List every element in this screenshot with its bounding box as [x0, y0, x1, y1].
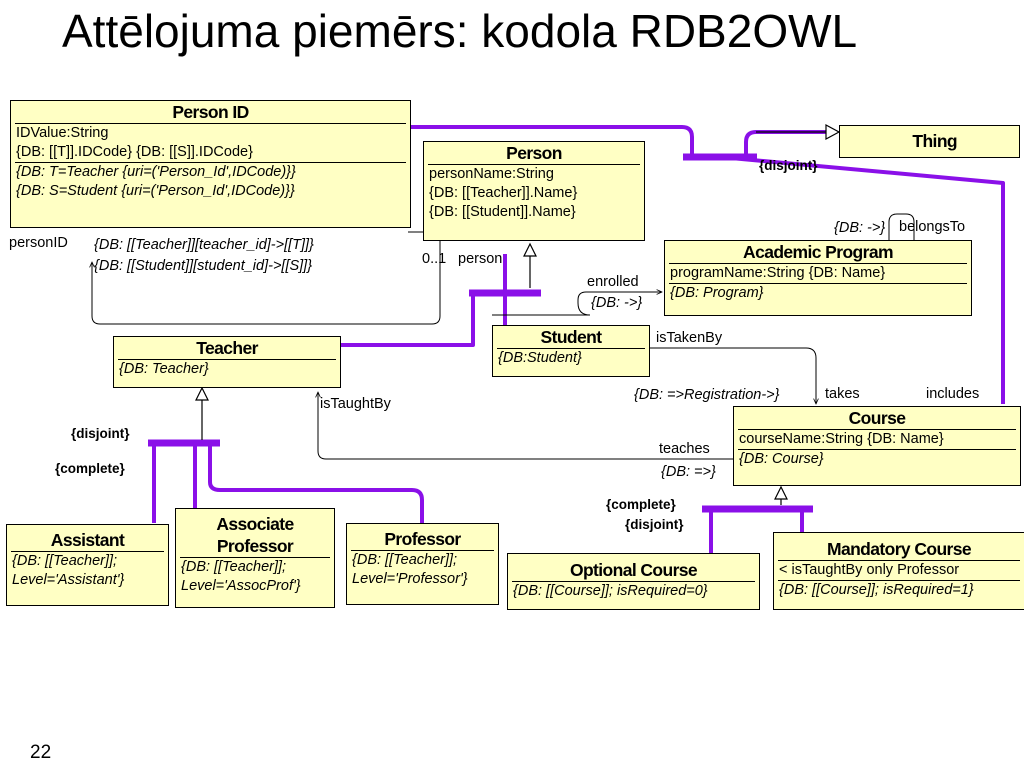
class-thing[interactable]: Thing — [839, 125, 1020, 158]
class-teacher[interactable]: Teacher {DB: Teacher} — [113, 336, 341, 388]
belongs-to-label: belongsTo — [899, 219, 966, 235]
class-teacher-name: Teacher — [196, 338, 258, 358]
teacher-complete-constraint: {complete} — [55, 461, 125, 476]
person-id-db-2: {DB: [[Student]][student_id]->[[S]]} — [94, 258, 313, 274]
divider — [512, 581, 755, 582]
class-associate-professor-name-1: Associate — [216, 514, 294, 534]
course-complete-constraint: {complete} — [606, 497, 676, 512]
multiplicity-label: 0..1 — [422, 251, 447, 267]
generalization-arrows — [195, 123, 841, 505]
is-taught-by-label: isTaughtBy — [320, 396, 391, 412]
class-student[interactable]: Student {DB:Student} — [492, 325, 650, 377]
disjoint-constraint-top: {disjoint} — [759, 158, 818, 173]
attr: {DB: [[Student]].Name} — [429, 204, 576, 220]
class-optional-course[interactable]: Optional Course {DB: [[Course]]; isRequi… — [507, 553, 760, 610]
divider — [428, 164, 640, 165]
class-person-name: Person — [506, 143, 562, 163]
registration-db: {DB: =>Registration->} — [634, 387, 780, 403]
uri-mapping: {DB: T=Teacher {uri=('Person_Id',IDCode)… — [16, 164, 296, 180]
divider — [778, 560, 1020, 561]
divider — [351, 550, 494, 551]
belongs-to-db: {DB: ->} — [834, 220, 886, 236]
class-associate-professor-name-2: Professor — [216, 536, 294, 556]
db-mapping: Level='Assistant'} — [12, 572, 125, 588]
class-person-id[interactable]: Person ID IDValue:String {DB: [[T]].IDCo… — [10, 100, 411, 228]
db-mapping: {DB: Course} — [739, 451, 824, 467]
class-person-id-name: Person ID — [172, 102, 249, 122]
divider — [738, 429, 1016, 430]
uri-mapping: {DB: S=Student {uri=('Person_Id',IDCode)… — [16, 183, 295, 199]
page-number: 22 — [30, 742, 52, 763]
class-assistant[interactable]: Assistant {DB: [[Teacher]]; Level='Assis… — [6, 524, 169, 606]
divider — [118, 359, 336, 360]
teaches-label: teaches — [659, 441, 710, 457]
db-mapping: {DB: [[Course]]; isRequired=0} — [513, 583, 708, 599]
db-mapping: Level='Professor'} — [352, 571, 468, 587]
teacher-disjoint-constraint: {disjoint} — [71, 426, 130, 441]
class-mandatory-course-name: Mandatory Course — [826, 539, 972, 559]
includes-label: includes — [926, 386, 980, 402]
course-disjoint-constraint: {disjoint} — [625, 517, 684, 532]
attr: courseName:String {DB: Name} — [739, 431, 944, 447]
takes-label: takes — [825, 386, 860, 402]
slide-title: Attēlojuma piemērs: kodola RDB2OWL — [62, 5, 858, 57]
divider — [11, 551, 164, 552]
class-academic-program-name: Academic Program — [743, 242, 894, 262]
is-taken-by-label: isTakenBy — [656, 330, 723, 346]
divider — [669, 263, 967, 264]
attr: programName:String {DB: Name} — [670, 265, 886, 281]
class-mandatory-course[interactable]: Mandatory Course < isTaughtBy only Profe… — [773, 532, 1024, 610]
class-thing-name: Thing — [912, 131, 957, 151]
class-course-name: Course — [848, 408, 906, 428]
db-mapping: {DB: [[Teacher]]; — [181, 559, 287, 575]
db-mapping: Level='AssocProf'} — [181, 578, 301, 594]
generalization-lines — [152, 125, 1005, 553]
class-course[interactable]: Course courseName:String {DB: Name} {DB:… — [733, 406, 1021, 486]
divider — [669, 283, 967, 284]
class-optional-course-name: Optional Course — [569, 560, 698, 580]
class-associate-professor[interactable]: Associate Professor {DB: [[Teacher]]; Le… — [175, 508, 335, 608]
enrolled-label: enrolled — [587, 274, 639, 290]
db-mapping: {DB: [[Course]]; isRequired=1} — [779, 582, 974, 598]
enrolled-db: {DB: ->} — [591, 295, 643, 311]
role-person-id: personID — [9, 235, 68, 251]
db-mapping: {DB: [[Teacher]]; — [12, 553, 118, 569]
person-id-db-1: {DB: [[Teacher]][teacher_id]->[[T]]} — [94, 237, 314, 253]
db-mapping: {DB: Teacher} — [119, 361, 209, 377]
class-academic-program[interactable]: Academic Program programName:String {DB:… — [664, 240, 972, 316]
role-person: person — [458, 251, 503, 267]
attr: {DB: [[Teacher]].Name} — [429, 185, 578, 201]
divider — [180, 557, 330, 558]
class-person[interactable]: Person personName:String {DB: [[Teacher]… — [423, 141, 645, 241]
divider — [15, 123, 406, 124]
class-assistant-name: Assistant — [50, 530, 125, 550]
db-mapping: {DB: [[Teacher]]; — [352, 552, 458, 568]
class-student-name: Student — [540, 327, 603, 347]
divider — [778, 580, 1020, 581]
teaches-db: {DB: =>} — [661, 464, 716, 480]
db-mapping: {DB: Program} — [670, 285, 764, 301]
attr: {DB: [[T]].IDCode} {DB: [[S]].IDCode} — [16, 144, 253, 160]
divider — [738, 449, 1016, 450]
divider — [15, 162, 406, 163]
class-professor[interactable]: Professor {DB: [[Teacher]]; Level='Profe… — [346, 523, 499, 605]
divider — [497, 348, 645, 349]
class-professor-name: Professor — [384, 529, 461, 549]
attr: personName:String — [429, 166, 554, 182]
db-mapping: {DB:Student} — [498, 350, 582, 366]
constraint: < isTaughtBy only Professor — [779, 562, 960, 578]
generalization-bars — [148, 153, 813, 513]
attr: IDValue:String — [16, 125, 109, 141]
